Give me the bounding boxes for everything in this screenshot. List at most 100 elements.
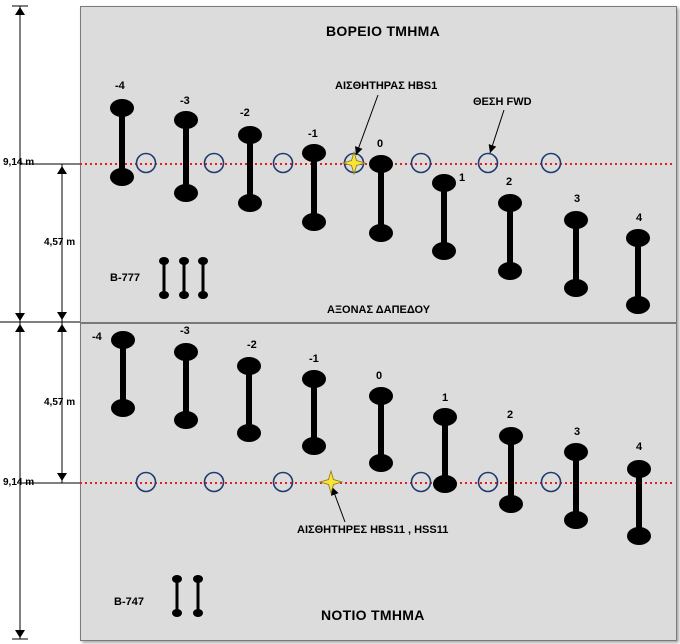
b747-gear-icon-wheel	[172, 609, 182, 617]
north-sensor-pointer	[355, 94, 379, 156]
north-gear-wheel	[110, 99, 134, 117]
fwd-position-circle	[203, 471, 225, 493]
floor-axis-label: ΑΞΟΝΑΣ ΔΑΠΕΔΟΥ	[327, 304, 431, 316]
south-aircraft-label: B-747	[114, 596, 144, 608]
north-gear-wheel	[432, 242, 456, 260]
north-gear-wheel	[369, 155, 393, 173]
south-gear-label: 3	[574, 426, 581, 438]
reference-lines	[80, 163, 675, 484]
north-gear-label: 0	[377, 138, 384, 150]
north-gear-wheel	[498, 262, 522, 280]
b777-gear-icon-wheel	[179, 291, 189, 299]
fwd-position-circle	[410, 152, 432, 174]
b777-gear-icon-wheel	[159, 257, 169, 265]
dimension-arrowhead	[57, 166, 67, 174]
fwd-position-circle	[272, 152, 294, 174]
north-gear-wheel	[626, 296, 650, 314]
fwd-position-label: ΘΕΣΗ FWD	[473, 96, 532, 108]
south-sensor-pointer-arrowhead	[331, 487, 339, 496]
fwd-position-circle	[410, 471, 432, 493]
fwd-position-circle	[477, 471, 499, 493]
south-sensor-label: ΑΙΣΘΗΤΗΡΕΣ HBS11 , HSS11	[297, 524, 449, 536]
south-gear-wheel	[174, 343, 198, 361]
south-gear-wheel	[237, 424, 261, 442]
south-gear-wheel	[433, 408, 457, 426]
fwd-position-circle	[135, 152, 157, 174]
gear-assemblies	[110, 99, 651, 545]
north-gear-wheel	[302, 144, 326, 162]
fwd-position-circle	[540, 471, 562, 493]
aircraft-gear-icons	[159, 257, 208, 617]
north-gear-label: 4	[636, 212, 643, 224]
b777-gear-icon-wheel	[198, 291, 208, 299]
b777-gear-icon-wheel	[179, 257, 189, 265]
south-gear-wheel	[111, 399, 135, 417]
north-gear-wheel	[302, 213, 326, 231]
b777-gear-icon-wheel	[198, 257, 208, 265]
north-gear-wheel	[498, 194, 522, 212]
south-gear-label: -3	[180, 325, 190, 337]
south-gear-label: -4	[92, 331, 102, 343]
south-title: ΝΟΤΙΟ ΤΜΗΜΑ	[321, 607, 425, 623]
sensor-markers	[318, 150, 367, 495]
b747-gear-icon-wheel	[193, 609, 203, 617]
south-gear-label: -2	[247, 339, 257, 351]
south-gear-wheel	[302, 437, 326, 455]
south-gear-wheel	[564, 511, 588, 529]
north-gear-wheel	[564, 279, 588, 297]
south-gear-wheel	[369, 454, 393, 472]
north-sensor-pointer-arrowhead	[354, 146, 363, 155]
south-gear-wheel	[499, 427, 523, 445]
fwd-position-circle	[272, 471, 294, 493]
south-gear-wheel	[627, 460, 651, 478]
north-gear-wheel	[564, 211, 588, 229]
pointer-lines	[331, 94, 505, 523]
south-gear-wheel	[302, 370, 326, 388]
fwd-position-circle	[477, 152, 499, 174]
fwd-positions	[135, 152, 562, 493]
b747-gear-icon-wheel	[193, 575, 203, 583]
south-gear-label: 4	[636, 441, 643, 453]
north-gear-label: -2	[240, 107, 250, 119]
north-gear-label: 2	[506, 176, 513, 188]
south-gear-wheel	[174, 411, 198, 429]
dimension-south-half: 4,57 m	[44, 397, 76, 408]
south-gear-wheel	[433, 475, 457, 493]
dimension-arrowhead	[57, 324, 67, 332]
south-gear-wheel	[369, 387, 393, 405]
north-gear-wheel	[369, 224, 393, 242]
north-gear-label: -1	[308, 128, 318, 140]
north-gear-wheel	[174, 184, 198, 202]
dimension-arrowhead	[15, 313, 25, 321]
south-gear-wheel	[111, 331, 135, 349]
south-gear-label: -1	[309, 353, 319, 365]
north-gear-wheel	[626, 229, 650, 247]
north-aircraft-label: B-777	[110, 272, 140, 284]
south-gear-label: 0	[376, 370, 383, 382]
dimension-arrowhead	[15, 324, 25, 332]
north-title: ΒΟΡΕΙΟ ΤΜΗΜΑ	[326, 23, 441, 39]
north-gear-wheel	[110, 168, 134, 186]
fwd-position-pointer-arrowhead	[488, 144, 497, 153]
dimension-lines	[0, 5, 80, 640]
dimension-north-full: 9,14 m	[3, 157, 35, 168]
south-gear-wheel	[499, 495, 523, 513]
north-gear-wheel	[238, 194, 262, 212]
dimension-arrowhead	[15, 7, 25, 15]
north-gear-label: -4	[115, 80, 125, 92]
star-icon	[318, 469, 344, 495]
dimension-north-half: 4,57 m	[44, 237, 76, 248]
b777-gear-icon-wheel	[159, 291, 169, 299]
north-gear-wheel	[432, 174, 456, 192]
south-gear-label: 2	[507, 409, 514, 421]
dimension-arrowhead	[57, 312, 67, 320]
north-gear-label: 1	[459, 172, 466, 184]
north-gear-wheel	[174, 111, 198, 129]
south-gear-wheel	[564, 443, 588, 461]
fwd-position-circle	[540, 152, 562, 174]
south-gear-wheel	[627, 527, 651, 545]
north-gear-wheel	[238, 126, 262, 144]
dimension-south-full: 9,14 m	[3, 477, 35, 488]
